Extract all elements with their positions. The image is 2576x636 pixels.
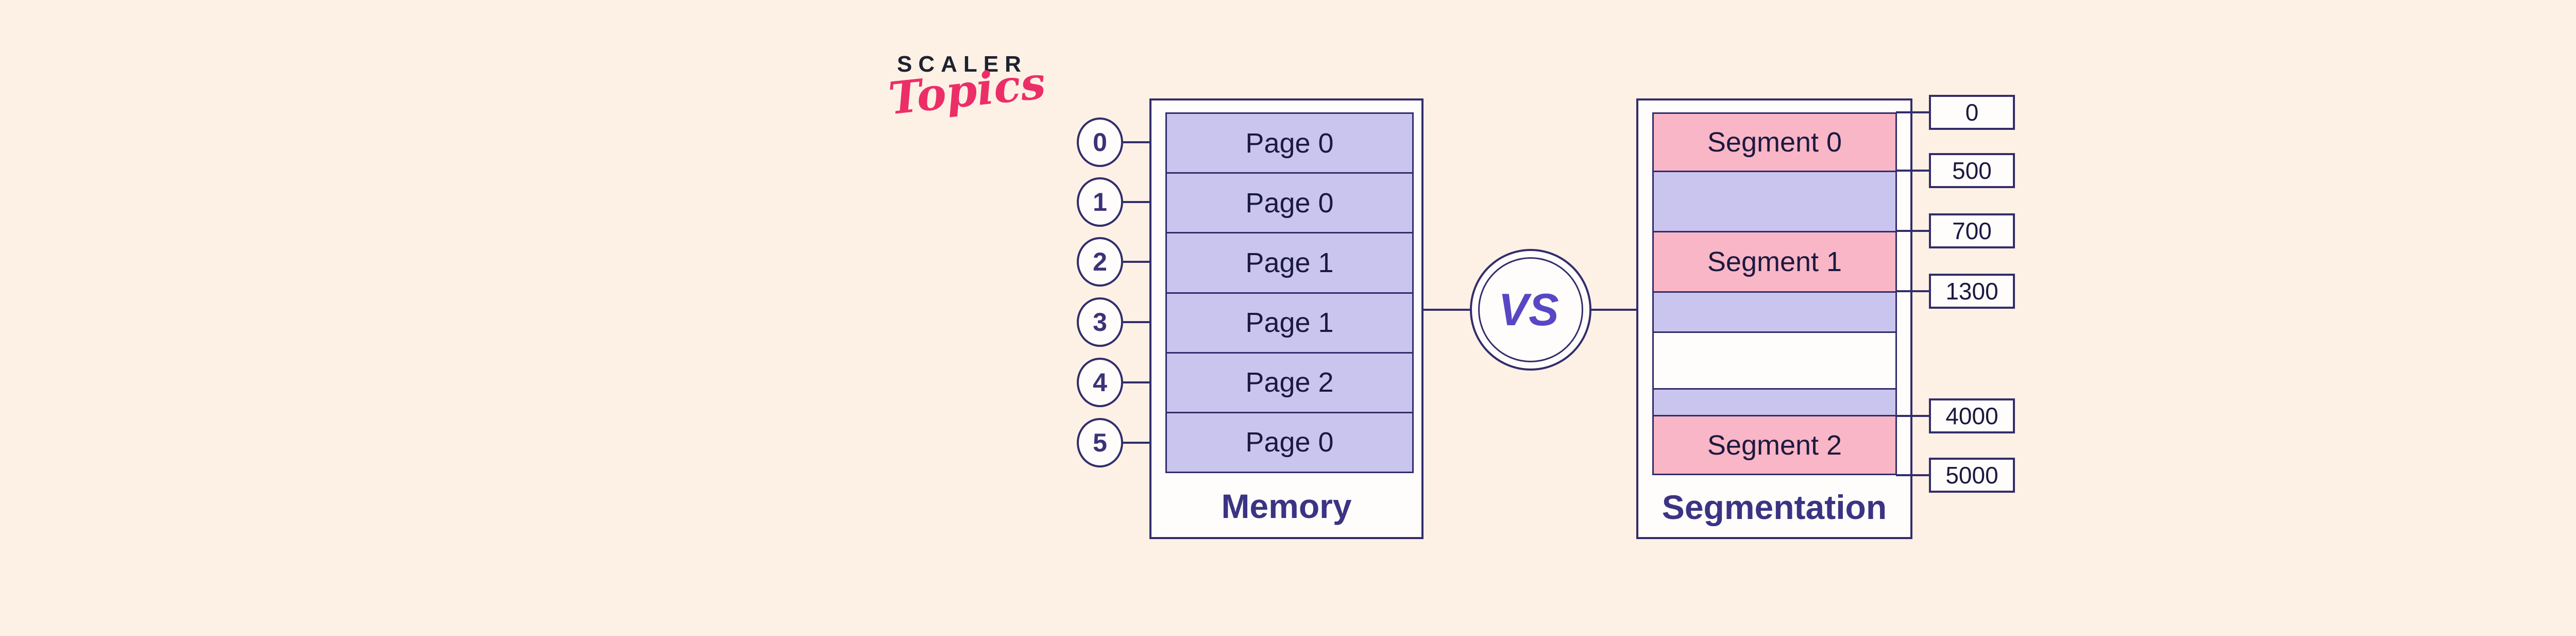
vs-left-connector-line <box>1422 309 1471 311</box>
memory-row-label: Page 1 <box>1245 247 1334 278</box>
free-space-row <box>1654 333 1895 390</box>
address-connector-line <box>1896 111 1929 113</box>
frame-circle-3: 3 <box>1077 297 1123 347</box>
frame-circle-0: 0 <box>1077 118 1123 167</box>
frame-connector-line <box>1123 381 1151 383</box>
segmentation-rows-block: Segment 0 Segment 1 Segment 2 <box>1652 112 1897 475</box>
frame-number: 0 <box>1093 128 1107 157</box>
memory-row-label: Page 0 <box>1245 127 1334 159</box>
vs-badge: VS <box>1470 249 1591 371</box>
address-connector-line <box>1896 230 1929 232</box>
address-box: 0 <box>1929 95 2015 130</box>
frame-number: 4 <box>1093 368 1107 397</box>
address-value: 500 <box>1952 157 1992 184</box>
frame-number: 5 <box>1093 428 1107 457</box>
frame-connector-line <box>1123 201 1151 203</box>
logo-wordmark-scaler: SCALER <box>897 52 1027 77</box>
frame-connector-line <box>1123 321 1151 323</box>
address-box: 700 <box>1929 213 2015 248</box>
frame-connector-line <box>1123 442 1151 444</box>
address-box: 5000 <box>1929 458 2015 493</box>
memory-row-label: Page 0 <box>1245 187 1334 219</box>
frame-connector-line <box>1123 261 1151 263</box>
address-box: 4000 <box>1929 398 2015 433</box>
segment-row: Segment 0 <box>1654 114 1895 172</box>
vs-right-connector-line <box>1590 309 1638 311</box>
address-connector-line <box>1896 415 1929 417</box>
address-box: 1300 <box>1929 274 2015 309</box>
frame-circle-4: 4 <box>1077 358 1123 407</box>
memory-row-label: Page 1 <box>1245 307 1334 339</box>
segment-row-label: Segment 0 <box>1707 127 1842 158</box>
frame-circle-2: 2 <box>1077 237 1123 287</box>
segment-gap-row <box>1654 390 1895 416</box>
vs-badge-inner-ring: VS <box>1478 257 1583 362</box>
address-value: 700 <box>1952 217 1992 244</box>
memory-row: Page 0 <box>1167 413 1412 472</box>
segment-row-label: Segment 1 <box>1707 246 1842 277</box>
segment-row: Segment 1 <box>1654 232 1895 293</box>
frame-number: 2 <box>1093 247 1107 276</box>
memory-row-label: Page 0 <box>1245 427 1334 458</box>
address-connector-line <box>1896 474 1929 476</box>
segment-gap-row <box>1654 172 1895 232</box>
memory-row: Page 1 <box>1167 233 1412 294</box>
address-value: 0 <box>1965 99 1979 126</box>
memory-row: Page 1 <box>1167 293 1412 354</box>
frame-number: 1 <box>1093 188 1107 216</box>
frame-connector-line <box>1123 141 1151 143</box>
memory-frames-block: Page 0 Page 0 Page 1 Page 1 Page 2 Page … <box>1165 112 1414 473</box>
vs-label: VS <box>1498 284 1559 335</box>
segmentation-title: Segmentation <box>1662 488 1887 526</box>
address-value: 5000 <box>1945 462 1998 489</box>
memory-row: Page 2 <box>1167 353 1412 413</box>
frame-number: 3 <box>1093 308 1107 337</box>
segment-row-label: Segment 2 <box>1707 429 1842 461</box>
address-value: 4000 <box>1945 403 1998 429</box>
memory-title: Memory <box>1221 487 1352 525</box>
segment-row: Segment 2 <box>1654 416 1895 474</box>
address-connector-line <box>1896 170 1929 172</box>
address-value: 1300 <box>1945 278 1998 305</box>
frame-circle-1: 1 <box>1077 177 1123 227</box>
memory-row: Page 0 <box>1167 114 1412 174</box>
memory-row-label: Page 2 <box>1245 367 1334 398</box>
memory-row: Page 0 <box>1167 174 1412 234</box>
segment-gap-row <box>1654 293 1895 333</box>
address-box: 500 <box>1929 153 2015 188</box>
address-connector-line <box>1896 290 1929 292</box>
frame-circle-5: 5 <box>1077 418 1123 467</box>
